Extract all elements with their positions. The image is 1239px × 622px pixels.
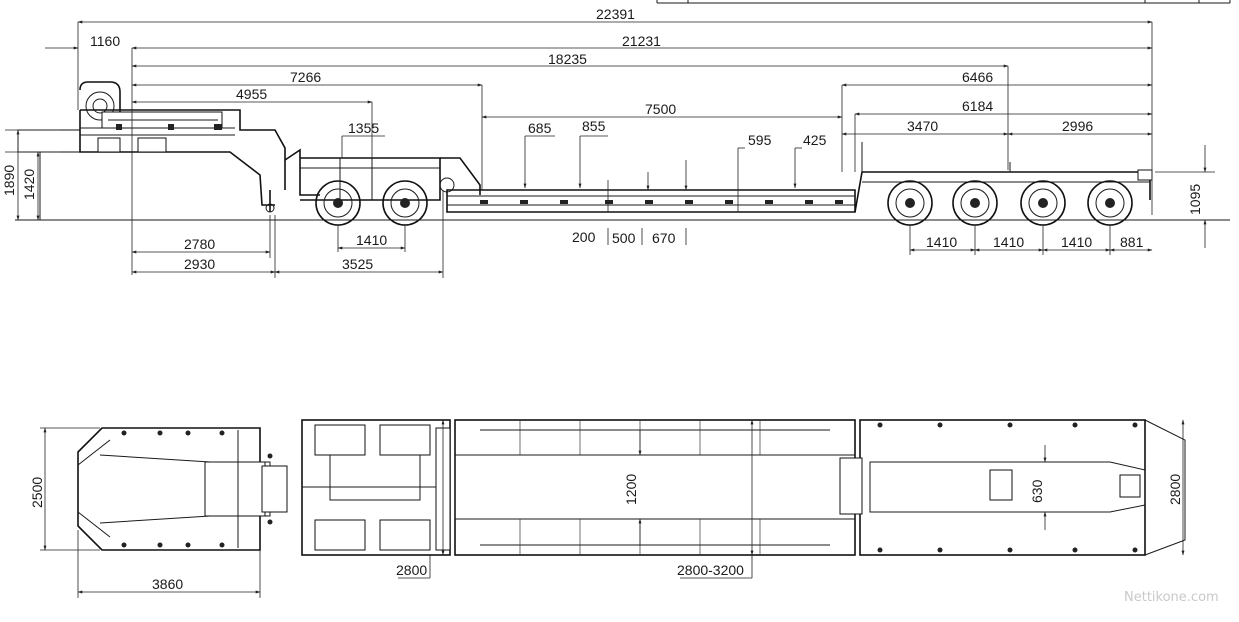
neck-width-label: 2500 <box>29 477 45 508</box>
height-1890-label: 1890 <box>1 165 17 196</box>
length-21231-label: 21231 <box>622 33 661 49</box>
rear-axle-spacing-2-label: 1410 <box>993 234 1024 250</box>
dolly-spacing-label: 1410 <box>356 232 387 248</box>
top-dimension-labels: 2500 3860 2800 1200 2800-3200 630 2800 <box>29 474 1183 592</box>
title-block-fragment <box>656 0 1231 4</box>
well-200-label: 200 <box>572 229 596 245</box>
dim-855-label: 855 <box>582 118 606 134</box>
rear-6184-label: 6184 <box>962 98 993 114</box>
watermark: Nettikone.com <box>1124 590 1219 605</box>
well-length-label: 7500 <box>645 101 676 117</box>
rear-inner-label: 630 <box>1029 479 1045 503</box>
rear-2996-label: 2996 <box>1062 118 1093 134</box>
side-view <box>15 81 1230 226</box>
rear-6466-label: 6466 <box>962 69 993 85</box>
neck-length-label: 3860 <box>152 576 183 592</box>
top-view <box>77 419 1186 556</box>
overall-length-label: 22391 <box>596 6 635 22</box>
rear-axle-spacing-3-label: 1410 <box>1061 234 1092 250</box>
dim-425-label: 425 <box>803 132 827 148</box>
rear-overhang-label: 881 <box>1120 234 1144 250</box>
length-1355-label: 1355 <box>348 120 379 136</box>
dolly-width-label: 2800 <box>396 562 427 578</box>
rear-width-label: 2800 <box>1167 474 1183 505</box>
length-18235-label: 18235 <box>548 51 587 67</box>
well-500-label: 500 <box>612 230 636 246</box>
kingpin-2930-label: 2930 <box>184 256 215 272</box>
front-overhang-label: 1160 <box>90 33 120 49</box>
well-670-label: 670 <box>652 230 676 246</box>
top-dimension-lines <box>40 419 1185 598</box>
well-gap-label: 1200 <box>623 474 639 505</box>
rear-height-label: 1095 <box>1187 184 1203 215</box>
rear-axle-spacing-1-label: 1410 <box>926 234 957 250</box>
length-4955-label: 4955 <box>236 86 267 102</box>
dim-685-label: 685 <box>528 120 552 136</box>
kingpin-2780-label: 2780 <box>184 236 215 252</box>
side-dimension-labels: 22391 1160 21231 18235 7266 4955 1355 75… <box>1 6 1203 272</box>
well-width-label: 2800-3200 <box>677 562 744 578</box>
dim-595-label: 595 <box>748 132 772 148</box>
length-7266-label: 7266 <box>290 69 321 85</box>
height-1420-label: 1420 <box>21 169 37 200</box>
side-dimension-lines <box>5 20 1215 278</box>
dolly-3525-label: 3525 <box>342 256 373 272</box>
rear-3470-label: 3470 <box>907 118 938 134</box>
